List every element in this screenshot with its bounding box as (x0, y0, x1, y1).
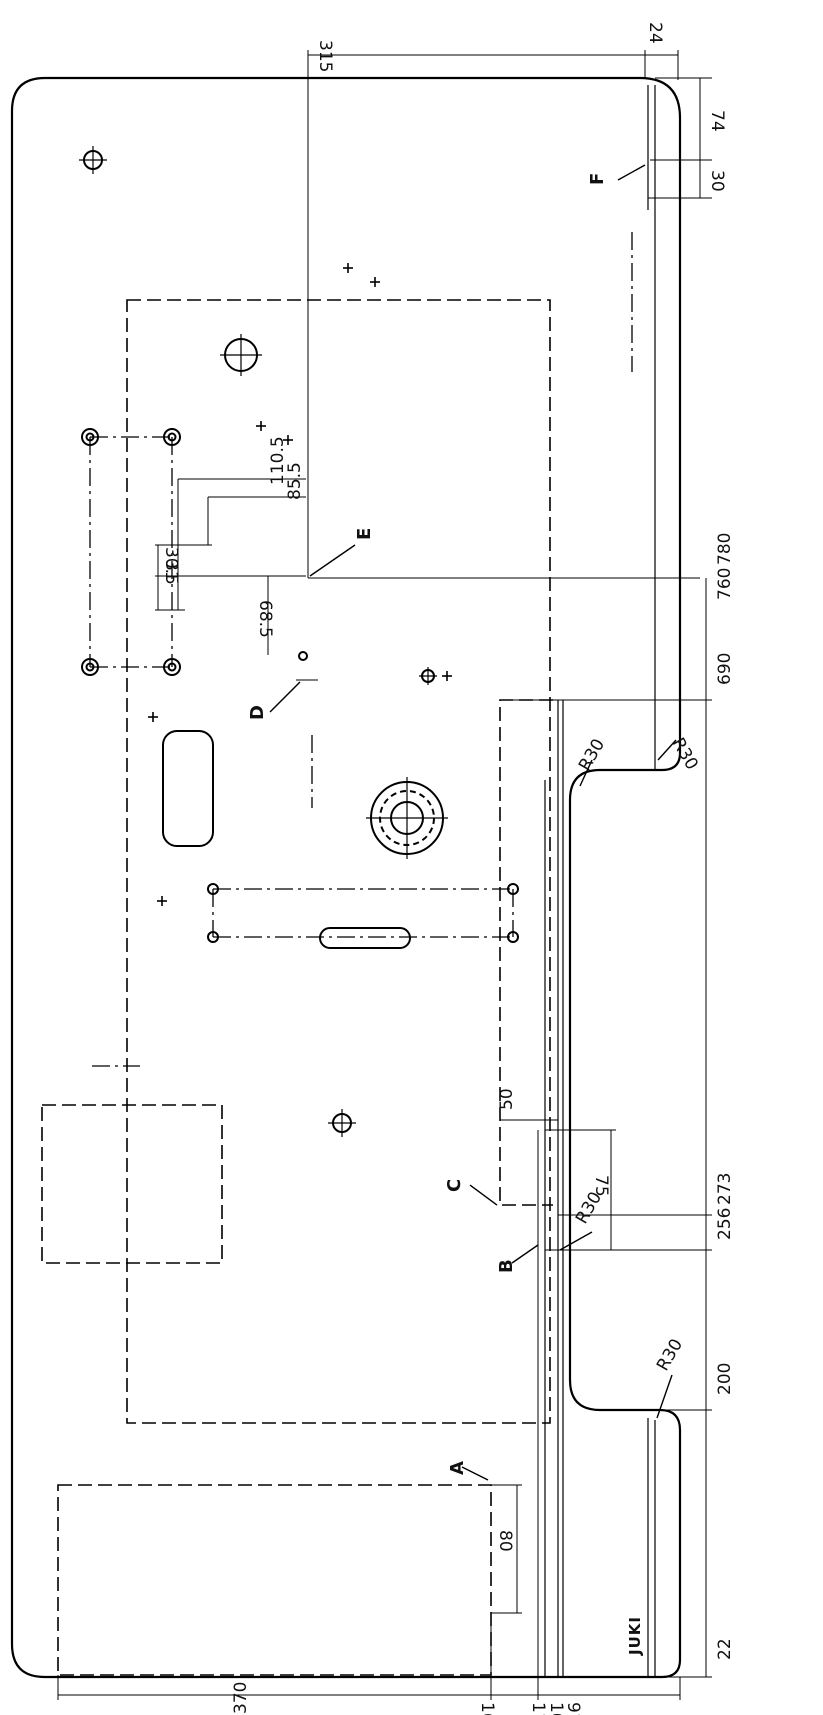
dim-50: 50 (497, 1088, 517, 1110)
point-label-c: C (444, 1179, 465, 1192)
dimension-labels: 315 24 74 30 110.5 85.5 31 30.5 68.5 780… (161, 22, 735, 1715)
dim-760: 760 (715, 568, 735, 600)
hole-large-upper (220, 334, 262, 376)
dashed-rect-left-mid (41, 1104, 223, 1264)
radius-r30-d: R30 (653, 1336, 687, 1375)
hole-lower-mid (328, 1109, 356, 1137)
dim-85-5: 85.5 (285, 462, 305, 500)
dim-74: 74 (707, 110, 727, 132)
dim-30-right: 30 (707, 170, 727, 192)
dim-200: 200 (715, 1363, 735, 1395)
slot-rect (162, 730, 214, 847)
dim-256: 256 (715, 1208, 735, 1240)
point-labels: F E D C B A (247, 173, 608, 1475)
hole-d-right (419, 667, 437, 685)
slot-horizontal (319, 927, 411, 949)
dim-315: 315 (315, 40, 335, 72)
juki-logo: JUKI (626, 1616, 644, 1656)
leader-arrows (269, 164, 677, 1481)
dimension-lines (57, 50, 712, 1700)
dim-30-5: 30.5 (161, 547, 181, 585)
point-label-f: F (587, 173, 608, 185)
point-label-d: D (247, 705, 268, 720)
dim-780: 780 (715, 533, 735, 565)
cross-marks (148, 263, 452, 906)
dim-273: 273 (715, 1173, 735, 1205)
point-label-b: B (496, 1259, 517, 1273)
dim-160: 160 (477, 1702, 497, 1715)
dim-690: 690 (715, 653, 735, 685)
dim-80: 80 (495, 1530, 515, 1552)
dim-75: 75 (591, 1175, 611, 1197)
dashed-outlines (41, 299, 553, 1676)
dim-31: 31 (161, 560, 181, 582)
edge-lines (544, 85, 656, 1677)
radius-r30-a: R30 (575, 736, 609, 775)
dim-110-5: 110.5 (268, 436, 288, 485)
holes (79, 146, 519, 1137)
hole-top-left (79, 146, 107, 174)
small-holes-mid (207, 651, 519, 943)
dim-91: 91 (563, 1702, 583, 1715)
dim-24: 24 (645, 22, 665, 44)
dim-119: 119 (528, 1702, 548, 1715)
large-bore (366, 777, 448, 859)
dim-68-5: 68.5 (255, 600, 275, 638)
dashed-rect-bottom-left (57, 1484, 492, 1676)
dim-22: 22 (715, 1638, 735, 1660)
dim-101: 101 (546, 1702, 566, 1715)
large-dashed-rect (126, 299, 551, 1424)
dim-370: 370 (231, 1682, 251, 1714)
table-outline (10, 76, 682, 1679)
point-label-e: E (354, 528, 375, 540)
point-label-a: A (447, 1461, 468, 1475)
centerlines (89, 232, 633, 1067)
mount-holes (81, 428, 181, 676)
